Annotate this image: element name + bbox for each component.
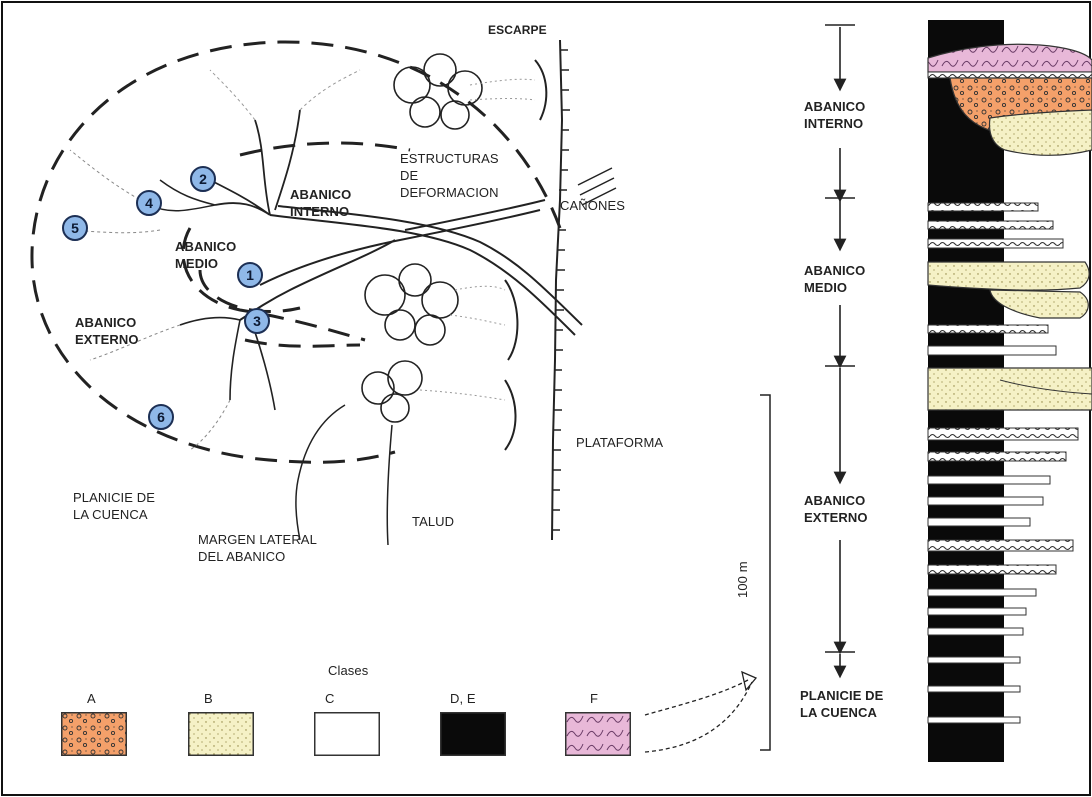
legend-swatch-f	[565, 712, 631, 756]
sand-lobe-lower	[990, 290, 1088, 318]
outer-fan-boundary	[32, 42, 560, 462]
label-abanico-externo: ABANICO EXTERNO	[75, 314, 139, 348]
column-label-interno: ABANICO INTERNO	[804, 98, 865, 132]
column-label-medio: ABANICO MEDIO	[804, 262, 865, 296]
lateral-margin-line	[296, 405, 345, 540]
marker-1: 1	[237, 262, 263, 288]
column-label-planicie: PLANICIE DE LA CUENCA	[800, 687, 883, 721]
marker-2: 2	[190, 166, 216, 192]
legend-swatch-c	[314, 712, 380, 756]
label-planicie-map: PLANICIE DE LA CUENCA	[73, 489, 155, 523]
marker-4: 4	[136, 190, 162, 216]
legend-swatch-de	[440, 712, 506, 756]
deformation-structure-upper	[394, 54, 482, 129]
legend-label-b: B	[204, 690, 213, 707]
sand-sheet-externo	[928, 368, 1092, 410]
talud-line	[387, 425, 392, 545]
legend-title: Clases	[328, 662, 368, 679]
deformation-structure-lower	[362, 361, 422, 422]
label-talud: TALUD	[412, 513, 454, 530]
column-label-externo: ABANICO EXTERNO	[804, 492, 868, 526]
sand-lobe-upper	[928, 262, 1089, 290]
marker-5: 5	[62, 215, 88, 241]
legend-swatch-a	[61, 712, 127, 756]
legend-arrow	[645, 680, 752, 752]
scale-label: 100 m	[734, 561, 751, 598]
strat-column	[928, 20, 1092, 762]
label-canones: CAÑONES	[560, 197, 625, 214]
label-plataforma: PLATAFORMA	[576, 434, 663, 451]
label-escarpe: ESCARPE	[488, 22, 547, 39]
legend-label-f: F	[590, 690, 598, 707]
marker-3: 3	[244, 308, 270, 334]
legend-arrow-head	[742, 672, 756, 690]
legend-label-a: A	[87, 690, 96, 707]
label-margen-lateral: MARGEN LATERAL DEL ABANICO	[198, 531, 317, 565]
fan-map	[32, 40, 616, 545]
label-estructuras: ESTRUCTURAS DE DEFORMACION	[400, 150, 499, 201]
legend-swatch-b	[188, 712, 254, 756]
label-abanico-medio: ABANICO MEDIO	[175, 238, 236, 272]
scale-bar	[760, 395, 770, 750]
inner-fan-boundary	[200, 270, 360, 346]
deformation-structure-middle	[365, 264, 458, 345]
marker-6: 6	[148, 404, 174, 430]
legend-label-de: D, E	[450, 690, 476, 707]
label-abanico-interno: ABANICO INTERNO	[290, 186, 351, 220]
legend-label-c: C	[325, 690, 335, 707]
